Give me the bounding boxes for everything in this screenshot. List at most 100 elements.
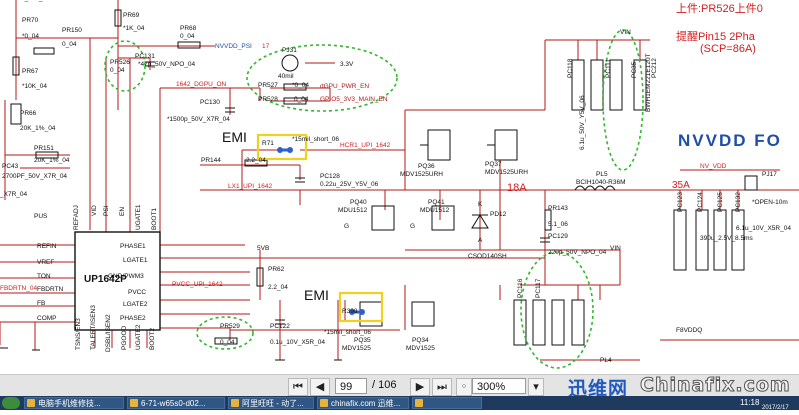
label-lgate2: LGATE2_UPI_1642 (0, 0, 57, 2)
label-pc130v: *1500p_50V_X7R_04 (167, 116, 230, 123)
label-pj17v: *OPEN-10m (752, 199, 788, 206)
label-net_fbdrtn: FBDRTN_04 (0, 285, 37, 292)
label-pc129v: 220p_50V_NPO_04 (548, 249, 607, 256)
last-page-button[interactable]: ⏭ (432, 378, 452, 396)
page-total: / 106 (372, 379, 397, 391)
label-pr144v: 2.2_04 (246, 157, 266, 164)
start-button[interactable] (2, 397, 20, 409)
label-hcr1: HCR1_UPI_1642 (340, 142, 391, 149)
label-pd12: PD12 (490, 211, 507, 218)
label-pc124: PC124 (697, 192, 704, 212)
label-pq34v: MDV1525 (406, 345, 435, 352)
label-pq36v: MDV1525URH (400, 171, 443, 178)
label-pin_dsbl: DSBL/ISEN2 (105, 314, 112, 352)
taskbar-item-1[interactable]: 电脑手机维修技... (24, 397, 124, 409)
clock-date: 2017/2/17 (762, 405, 789, 411)
current-35a: 35A (672, 180, 690, 191)
label-short2: *15mil_short_06 (324, 329, 371, 336)
taskbar-item-4[interactable]: chinafix.com 迅维... (317, 397, 409, 409)
label-v5: 5VB (257, 245, 269, 252)
label-plus_sym: PUS (34, 213, 48, 220)
label-vin1: VIN (620, 29, 631, 36)
label-pc122v: 0.1u_10V_X5R_04 (270, 339, 325, 346)
next-page-button[interactable]: ▶ (410, 378, 430, 396)
prev-page-button[interactable]: ◀ (310, 378, 330, 396)
zoom-in-button[interactable]: ▾ (528, 378, 544, 396)
label-pin_gnd: GND/PWM3 (108, 273, 144, 280)
label-pq35: PQ35 (354, 337, 371, 344)
label-pc212: PC212 (651, 58, 658, 78)
label-pq35v: MDV1525 (342, 345, 371, 352)
taskbar-item-5[interactable] (412, 397, 482, 409)
label-pin_psi: PSI (103, 205, 110, 216)
label-pin_phase2: PHASE2 (120, 315, 146, 322)
emi-label-1: EMI (222, 129, 247, 145)
label-pr527: PR527 (258, 82, 278, 89)
app-icon (231, 399, 239, 407)
label-pc43v: 2700PF_50V_X7R_04 (2, 173, 67, 180)
label-pin_talert: TALERT/ISEN3 (90, 305, 97, 350)
label-lx1: LX1_UPI_1642 (228, 183, 272, 190)
top-right-note: 上件:PR526上件0 (676, 2, 763, 15)
label-pd12v: CSOD140SH (468, 253, 507, 260)
first-page-button[interactable]: ⏮ (288, 378, 308, 396)
label-pin_lgate1: LGATE1 (123, 257, 148, 264)
label-pin_fbdrtn: FBDRTN (37, 286, 64, 293)
label-gpio: GPIO5_3V3_MAIN_EN (320, 96, 388, 103)
label-pc132: PC132 (735, 192, 742, 212)
label-pc117: PC117 (535, 278, 542, 298)
label-pq40v: MDU1512 (338, 207, 368, 214)
label-pin_boot1: BOOT1 (151, 208, 158, 230)
label-pc125v: 390u_2.5V_8.5ms (700, 235, 754, 242)
label-dgpu_on: 1642_DGPU_ON (176, 81, 227, 88)
label-pr62: PR62 (268, 266, 285, 273)
label-pr143v: 5.1_06 (548, 221, 568, 228)
label-pvcc: PVCC_UPI_1642 (172, 281, 223, 288)
label-pq36: PQ36 (418, 163, 435, 170)
label-pr151: PR151 (34, 145, 54, 152)
label-pc131: PC131 (135, 53, 155, 60)
label-pc118: PC118 (567, 58, 574, 78)
component-labels: PR70*0_04PR1500_04PR67*10K_04PR6620K_1%_… (0, 0, 791, 364)
label-pr529v: 0_04 (220, 339, 235, 346)
label-nv_vdd: NV_VDD (700, 163, 727, 170)
label-pr70: PR70 (22, 17, 39, 24)
pdf-viewer-toolbar: ⏮ ◀ 99 / 106 ▶ ⏭ ◦ 300% ▾ (0, 374, 799, 397)
label-pin_lgate2: LGATE2 (123, 301, 148, 308)
label-pin_fb: FB (37, 300, 45, 307)
label-pin_en: EN (119, 207, 126, 216)
label-pin_ugate1: UGATE1 (135, 204, 142, 230)
taskbar-item-2[interactable]: 6-71-w65s0-d02... (127, 397, 225, 409)
label-pin_boot2: BOOT2 (149, 328, 156, 350)
label-pc110v: 6.1u_50V_Y5V_06 (579, 95, 586, 150)
label-pr62v: 2.2_04 (268, 284, 288, 291)
zoom-select[interactable]: 300% (472, 378, 526, 394)
label-pc212v: BWH1EM221E120T (645, 53, 652, 112)
label-pc128v: 0.22u_25V_Y5V_06 (320, 181, 379, 188)
label-pq41v: MDU1512 (420, 207, 450, 214)
label-pin_a: A (478, 237, 483, 244)
page-number-input[interactable]: 99 (335, 378, 367, 394)
label-pc111: PC111 (605, 59, 612, 78)
label-n17: 17 (262, 43, 270, 50)
taskbar-item-3[interactable]: 阿里旺旺 - 动了... (228, 397, 314, 409)
label-pj17: PJ17 (762, 171, 777, 178)
label-pr526: PR526 (110, 59, 130, 66)
label-pr526v: 0_04 (110, 67, 125, 74)
label-r71: R71 (262, 140, 274, 147)
label-pq41: PQ41 (428, 199, 445, 206)
app-icon (27, 399, 35, 407)
label-pc128: PC128 (320, 173, 340, 180)
label-pc131v: *47p_50V_NPO_04 (138, 61, 195, 68)
zoom-out-button[interactable]: ◦ (456, 378, 472, 396)
label-pq37: PQ37 (485, 161, 502, 168)
watermark-brand-en: Chinafix.com (640, 374, 791, 397)
emi-label-2: EMI (304, 287, 329, 303)
label-pl4: PL4 (600, 357, 612, 364)
label-pc129: PC129 (548, 233, 568, 240)
label-pin_pgood: PGOOD (121, 325, 128, 350)
short-markers (277, 147, 365, 315)
label-pq40: PQ40 (350, 199, 367, 206)
label-pc43: PC43 (2, 163, 19, 170)
